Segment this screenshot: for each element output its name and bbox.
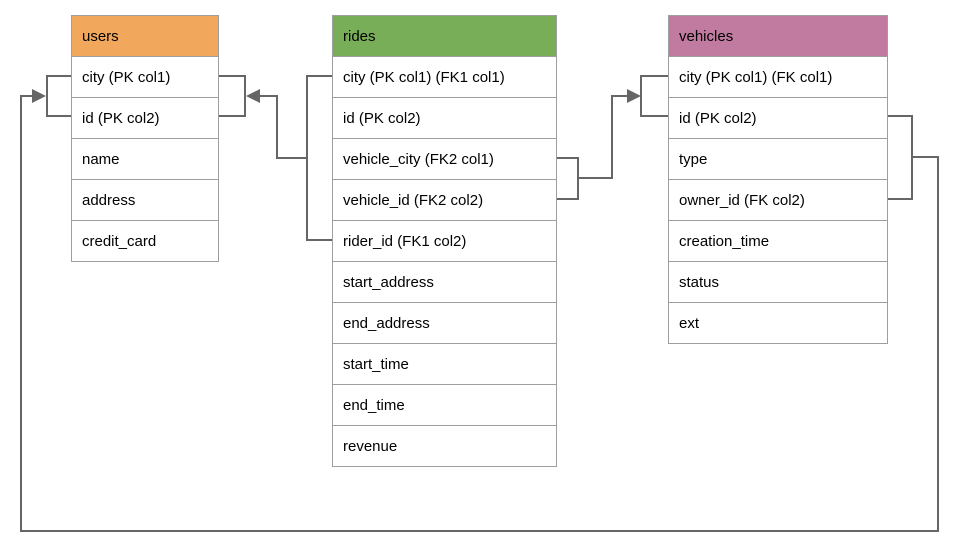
table-vehicles-row[interactable]: creation_time — [669, 220, 887, 261]
table-rides-row[interactable]: start_address — [333, 261, 556, 302]
fk-connector-vehicles-to-users[interactable] — [20, 75, 939, 532]
fk-vehicles-bracket[interactable] — [888, 115, 913, 200]
fk1-users-bracket[interactable] — [219, 75, 246, 117]
table-vehicles-row[interactable]: owner_id (FK col2) — [669, 179, 887, 220]
table-users-row[interactable]: address — [72, 179, 218, 220]
table-rides-row[interactable]: start_time — [333, 343, 556, 384]
fk1-link-line[interactable] — [259, 95, 307, 159]
table-rides[interactable]: rides city (PK col1) (FK1 col1)id (PK co… — [332, 15, 557, 467]
table-vehicles-row[interactable]: type — [669, 138, 887, 179]
table-users-row[interactable]: name — [72, 138, 218, 179]
fk-link-line[interactable] — [20, 95, 939, 532]
table-users-row[interactable]: city (PK col1) — [72, 56, 218, 97]
table-rides-row[interactable]: city (PK col1) (FK1 col1) — [333, 56, 556, 97]
fk1-connector-rides-to-users[interactable] — [219, 75, 332, 241]
fk-arrowhead-icon — [32, 89, 46, 103]
table-vehicles-row[interactable]: status — [669, 261, 887, 302]
table-rides-row[interactable]: rider_id (FK1 col2) — [333, 220, 556, 261]
table-rides-row[interactable]: end_time — [333, 384, 556, 425]
fk2-rides-bracket[interactable] — [557, 157, 579, 200]
fk2-arrowhead-icon — [627, 89, 641, 103]
table-users-header[interactable]: users — [72, 16, 218, 56]
table-rides-row[interactable]: revenue — [333, 425, 556, 466]
table-users-row[interactable]: credit_card — [72, 220, 218, 261]
table-rides-rows: city (PK col1) (FK1 col1)id (PK col2)veh… — [333, 56, 556, 466]
table-vehicles-header[interactable]: vehicles — [669, 16, 887, 56]
table-users-row[interactable]: id (PK col2) — [72, 97, 218, 138]
fk2-link-line[interactable] — [578, 95, 627, 179]
table-vehicles-row[interactable]: city (PK col1) (FK col1) — [669, 56, 887, 97]
table-rides-row[interactable]: id (PK col2) — [333, 97, 556, 138]
table-rides-header[interactable]: rides — [333, 16, 556, 56]
fk-users-bracket[interactable] — [46, 75, 71, 117]
table-rides-row[interactable]: vehicle_city (FK2 col1) — [333, 138, 556, 179]
fk2-connector-rides-to-vehicles[interactable] — [557, 75, 668, 200]
fk1-arrowhead-icon — [246, 89, 260, 103]
table-vehicles-row[interactable]: id (PK col2) — [669, 97, 887, 138]
table-rides-row[interactable]: vehicle_id (FK2 col2) — [333, 179, 556, 220]
table-vehicles-row[interactable]: ext — [669, 302, 887, 343]
table-vehicles[interactable]: vehicles city (PK col1) (FK col1)id (PK … — [668, 15, 888, 344]
fk1-rides-bracket[interactable] — [306, 75, 332, 241]
table-vehicles-rows: city (PK col1) (FK col1)id (PK col2)type… — [669, 56, 887, 343]
table-rides-row[interactable]: end_address — [333, 302, 556, 343]
fk2-vehicles-bracket[interactable] — [640, 75, 668, 117]
